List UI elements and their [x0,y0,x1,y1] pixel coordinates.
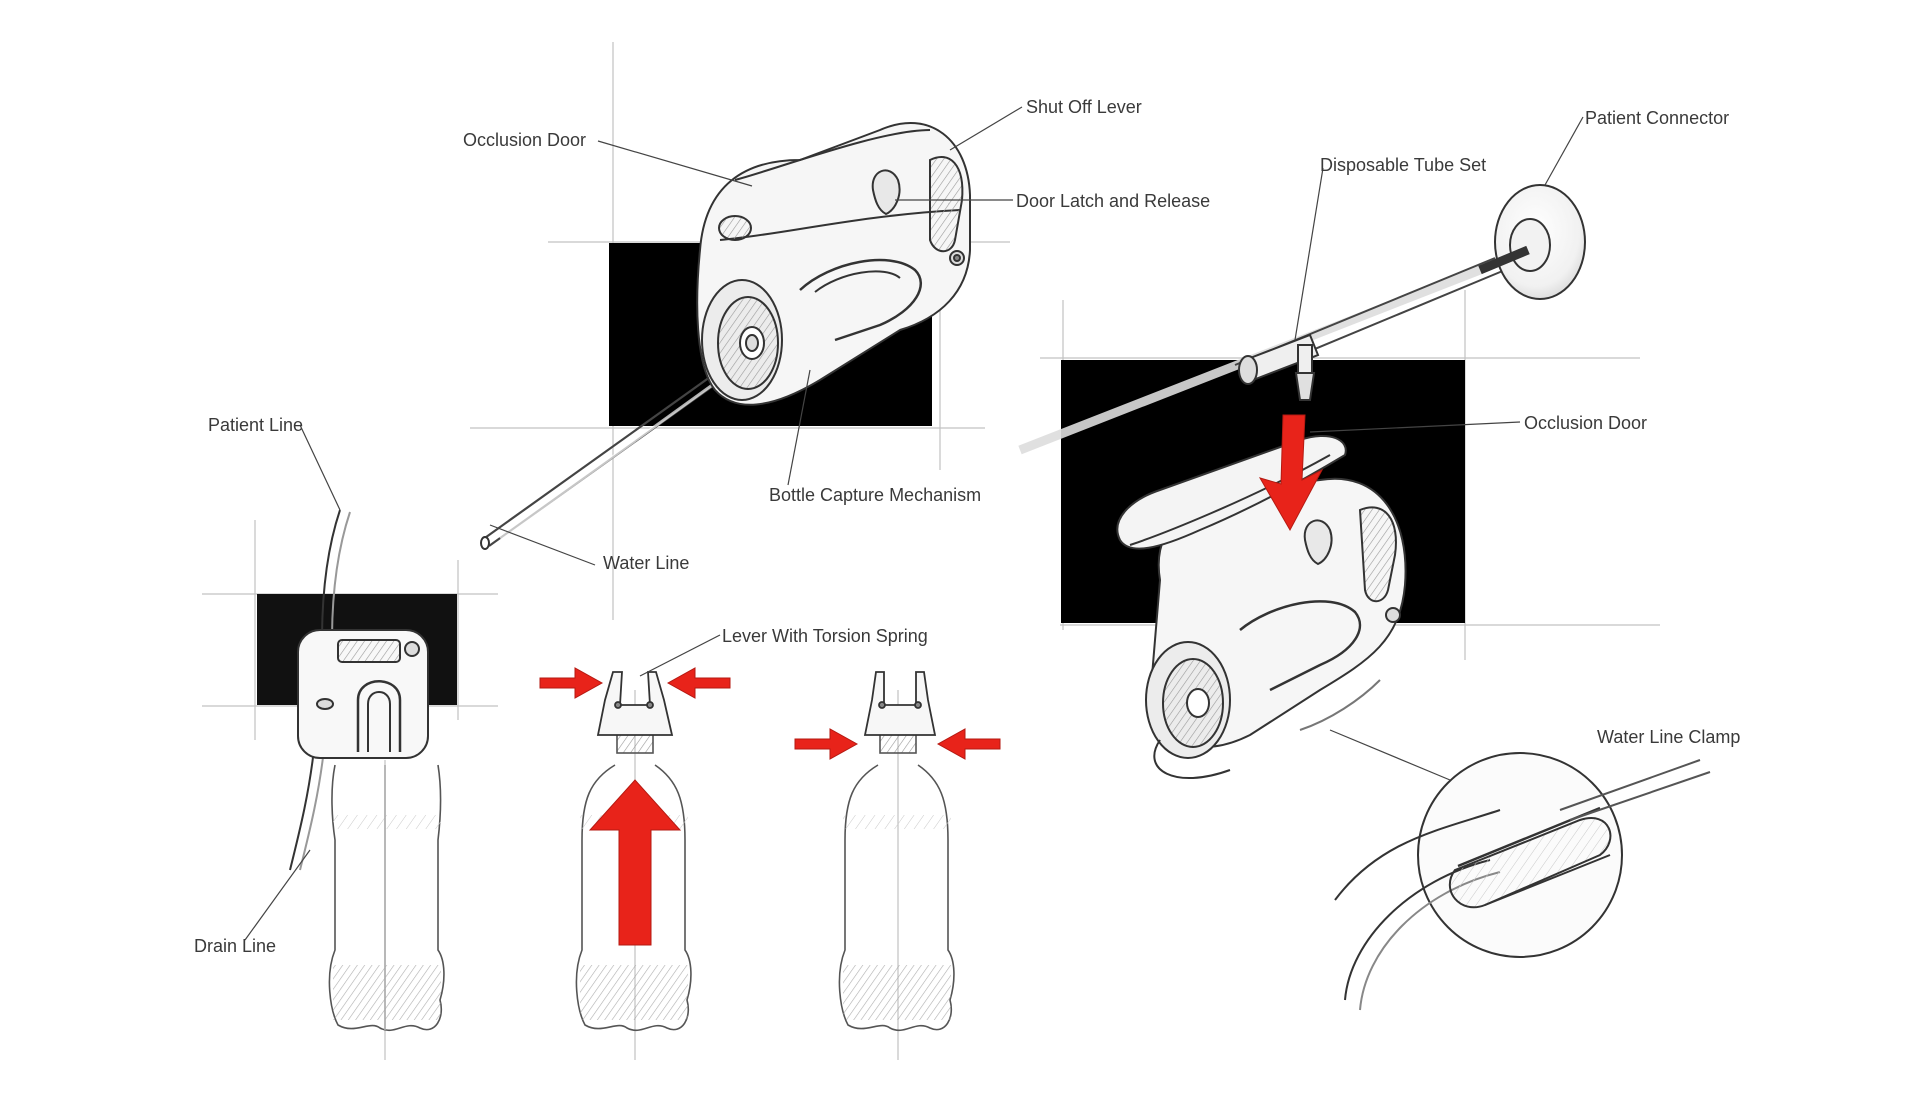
label-occlusion-door-top: Occlusion Door [463,130,587,150]
arrow-up-red [588,779,682,946]
bottles [328,732,955,1032]
label-lever-torsion-spring: Lever With Torsion Spring [722,626,928,646]
clamp-detail [1334,752,1711,1011]
red-arrows [539,414,1324,946]
label-occlusion-door-right: Occlusion Door [1524,413,1648,433]
leader-lines [244,106,1584,941]
label-drain-line: Drain Line [194,936,277,956]
label-patient-line: Patient Line [208,415,304,435]
lever-clips [596,671,937,736]
label-water-line: Water Line [603,553,690,573]
label-disposable-tube-set: Disposable Tube Set [1320,155,1487,175]
label-bottle-capture-mechanism: Bottle Capture Mechanism [769,485,982,505]
arrow-down-red [1258,414,1324,532]
arrow-left-red [666,667,731,699]
label-shut-off-lever: Shut Off Lever [1026,97,1142,117]
label-patient-connector: Patient Connector [1585,108,1730,128]
arrow-right-red [539,667,604,699]
left-device-sketch [289,509,429,871]
arrow-right-red [794,728,859,760]
label-water-line-clamp: Water Line Clamp [1597,727,1741,747]
arrow-left-red [936,728,1001,760]
top-device-sketch [480,122,971,550]
label-door-latch-release: Door Latch and Release [1016,191,1211,211]
